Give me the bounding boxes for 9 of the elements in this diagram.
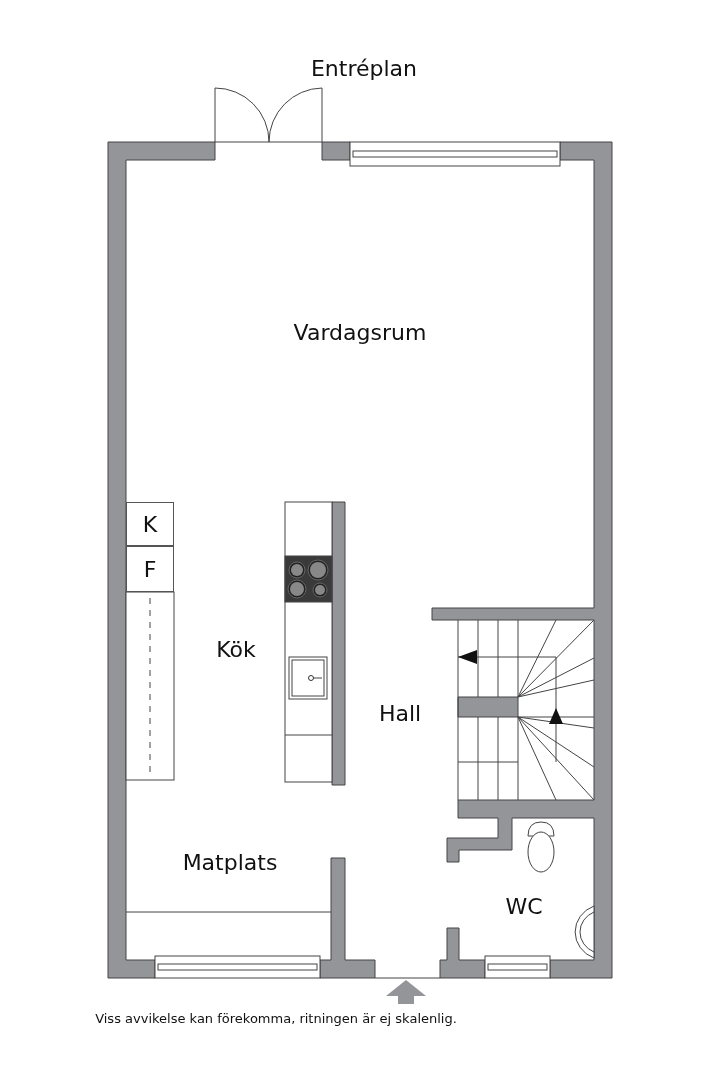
appliance-box: F	[126, 546, 174, 592]
appliance-box: K	[126, 502, 174, 546]
room-label: WC	[505, 893, 543, 919]
room-label: Kök	[216, 636, 256, 662]
room-label: Matplats	[182, 849, 278, 875]
room-label: Hall	[378, 700, 422, 726]
room-label: Vardagsrum	[293, 319, 427, 345]
plan-title: Entréplan	[310, 55, 418, 81]
disclaimer-note: Viss avvikelse kan förekomma, ritningen är ej skalenlig.	[95, 1010, 457, 1026]
